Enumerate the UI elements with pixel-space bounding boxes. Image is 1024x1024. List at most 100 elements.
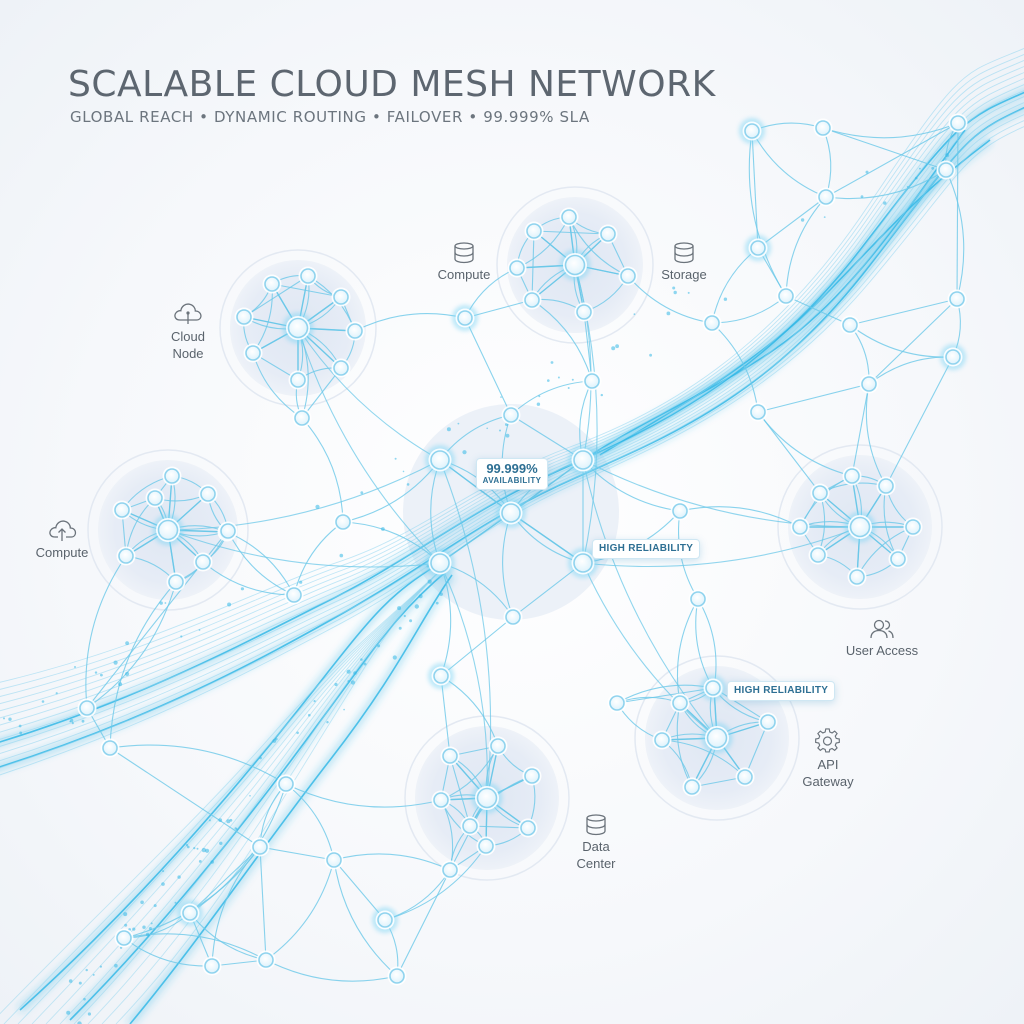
data-particle — [381, 527, 385, 531]
route-link — [582, 526, 861, 568]
data-particle — [87, 1012, 91, 1016]
data-particle — [218, 818, 223, 822]
data-particle — [673, 290, 677, 295]
hub-node — [430, 553, 450, 573]
mesh-link — [265, 859, 335, 961]
cluster-node — [526, 223, 542, 239]
data-particle — [18, 724, 22, 728]
mesh-node — [389, 968, 405, 984]
data-particle — [125, 641, 129, 646]
mesh-link — [676, 598, 699, 704]
mesh-node — [286, 587, 302, 603]
data-particle — [397, 606, 402, 611]
storage-label: Storage — [652, 242, 716, 283]
cluster-node — [333, 289, 349, 305]
data-stream — [19, 562, 441, 1011]
mesh-node — [705, 680, 721, 696]
cluster-node — [300, 268, 316, 284]
data-particle — [800, 218, 805, 222]
mesh-node — [750, 240, 766, 256]
database-icon — [674, 242, 694, 264]
data-particle — [249, 795, 251, 797]
data-particle — [113, 660, 118, 665]
cluster-node — [737, 769, 753, 785]
mesh-node — [704, 315, 720, 331]
data-particle — [723, 297, 728, 301]
data-particle — [198, 629, 201, 631]
data-particle — [145, 932, 150, 937]
mesh-node — [672, 503, 688, 519]
mesh-link — [464, 317, 512, 416]
data-particle — [198, 860, 202, 863]
data-particle — [226, 819, 231, 824]
mesh-link — [211, 846, 261, 967]
data-particle — [915, 176, 918, 180]
data-streams — [0, 48, 1024, 1024]
mesh-link — [109, 744, 287, 785]
data-particle — [360, 658, 363, 661]
mesh-node — [750, 404, 766, 420]
cluster-node — [433, 792, 449, 808]
data-particle — [505, 423, 508, 426]
data-particle — [185, 844, 189, 847]
data-particle — [3, 717, 5, 720]
cloud-node-text-line1: Cloud — [171, 329, 205, 344]
cluster-node — [333, 360, 349, 376]
mesh-node — [945, 349, 961, 365]
mesh-link — [711, 247, 759, 324]
data-particle — [315, 504, 320, 509]
mesh-link — [396, 869, 451, 977]
data-particle — [406, 483, 410, 486]
data-particle — [823, 216, 826, 219]
cluster-node — [520, 820, 536, 836]
cluster-ring — [87, 449, 249, 611]
cluster-node — [890, 551, 906, 567]
cluster-core-node — [564, 254, 586, 276]
data-particle — [326, 721, 329, 724]
data-particle — [210, 860, 214, 864]
data-particle — [161, 882, 165, 886]
mesh-link — [757, 383, 870, 413]
data-particle — [74, 666, 76, 668]
mesh-node — [294, 410, 310, 426]
mesh-link — [86, 581, 177, 709]
cluster-node — [905, 519, 921, 535]
data-particle — [132, 927, 136, 931]
mesh-link — [86, 561, 204, 709]
data-particle — [234, 827, 237, 830]
stream-fiber — [115, 565, 446, 1024]
stream-fiber — [101, 565, 446, 1024]
users-icon — [870, 619, 894, 639]
route-link — [582, 562, 718, 739]
cluster-node — [490, 738, 506, 754]
cluster-node — [236, 309, 252, 325]
cluster-core-node — [157, 519, 179, 541]
mesh-node — [690, 591, 706, 607]
cluster-node — [654, 732, 670, 748]
mesh-link — [123, 933, 267, 961]
data-particle — [547, 379, 550, 382]
data-particle — [931, 166, 935, 170]
storage-text: Storage — [661, 267, 707, 282]
mesh-node — [79, 700, 95, 716]
route-link — [297, 327, 441, 564]
cluster-node — [849, 569, 865, 585]
data-particle — [124, 923, 128, 927]
mesh-link — [868, 356, 954, 385]
data-particle — [313, 700, 316, 703]
api-gateway-text-line1: API — [817, 757, 839, 772]
cluster-core-node — [706, 727, 728, 749]
stream-fiber — [0, 120, 1024, 769]
cloud-upload-icon — [49, 520, 77, 541]
data-particle — [92, 973, 95, 976]
cloud-node-label: Cloud Node — [160, 300, 216, 362]
data-particle — [8, 717, 12, 721]
data-particle — [672, 286, 676, 290]
route-link — [297, 327, 441, 461]
cluster-node — [462, 818, 478, 834]
data-particle — [299, 580, 303, 584]
mesh-node — [442, 862, 458, 878]
stream-fiber — [0, 126, 1024, 776]
data-particle — [259, 756, 262, 760]
data-particle — [446, 427, 451, 432]
